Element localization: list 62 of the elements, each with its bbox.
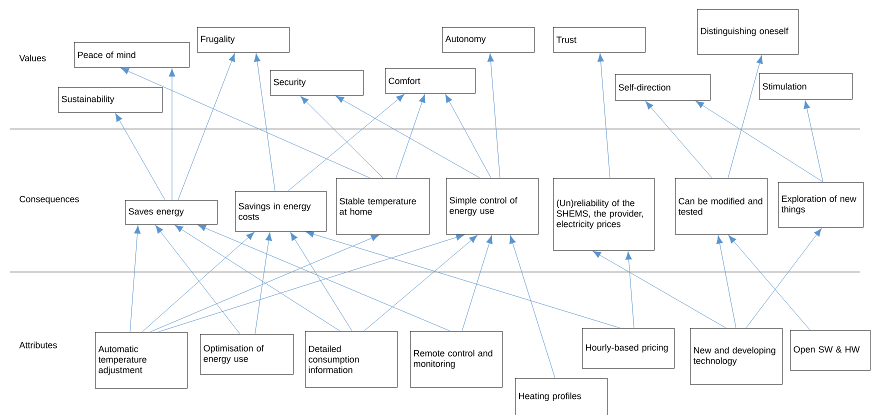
concept-box: Open SW & HW: [790, 330, 871, 371]
concept-box: Frugality: [197, 27, 290, 53]
arrow: [198, 224, 450, 332]
arrow: [487, 53, 500, 178]
concept-box: Autonomy: [442, 27, 535, 53]
arrow: [364, 234, 478, 332]
arrow: [445, 94, 492, 178]
arrow: [645, 101, 712, 178]
arrow: [597, 53, 610, 178]
concept-box: Comfort: [385, 68, 476, 94]
concept-box: Remote control and monitoring: [410, 331, 503, 388]
arrow: [288, 94, 404, 192]
arrow: [290, 232, 352, 332]
arrow: [804, 100, 824, 182]
arrow: [130, 225, 141, 332]
arrow: [174, 224, 340, 332]
arrow: [716, 235, 736, 328]
arrow: [254, 232, 272, 334]
concept-box: Simple control of energy use: [446, 178, 539, 235]
concept-box: Sustainability: [58, 87, 163, 113]
arrow: [625, 251, 634, 328]
arrow: [300, 96, 384, 178]
concept-box: Savings in energy costs: [235, 191, 327, 232]
concept-box: Heating profiles: [515, 378, 608, 415]
concept-box: Hourly-based pricing: [582, 328, 675, 369]
arrow: [592, 250, 726, 328]
arrow: [306, 230, 620, 328]
row-label: Attributes: [19, 342, 57, 348]
arrow: [142, 232, 255, 332]
arrow: [746, 228, 822, 328]
concept-box: Distinguishing oneself: [697, 9, 799, 55]
arrow: [178, 53, 235, 200]
concept-box: Can be modified and tested: [675, 178, 768, 235]
arrow: [120, 68, 370, 178]
arrow: [728, 55, 763, 178]
arrow: [396, 94, 426, 178]
concept-box: Detailed consumption information: [305, 331, 398, 388]
concept-box: Saves energy: [125, 200, 218, 225]
arrow: [336, 96, 480, 178]
concept-box: Peace of mind: [74, 42, 190, 68]
arrow: [168, 68, 176, 200]
arrow: [158, 234, 464, 332]
arrow: [155, 225, 240, 334]
concept-box: Stimulation: [759, 73, 853, 100]
arrow: [115, 113, 166, 200]
concept-box: Automatic temperature adjustment: [95, 332, 188, 389]
concept-box: (Un)reliability of the SHEMS, the provider, electricity prices: [553, 178, 655, 251]
concept-box: Self-direction: [615, 74, 711, 101]
arrow: [150, 234, 380, 332]
row-label: Consequences: [20, 196, 79, 204]
concept-box: Optimisation of energy use: [200, 334, 294, 375]
arrow: [728, 235, 810, 330]
arrow: [462, 235, 493, 332]
arrow: [696, 100, 824, 182]
arrow: [254, 53, 276, 192]
concept-box: Stable temperature at home: [336, 178, 430, 235]
concept-box: Exploration of new things: [778, 182, 864, 228]
arrow: [509, 235, 556, 378]
concept-box: Security: [270, 70, 364, 96]
concept-box: New and developing technology: [690, 328, 783, 385]
concept-box: Trust: [553, 27, 646, 53]
row-label: Values: [19, 54, 46, 62]
